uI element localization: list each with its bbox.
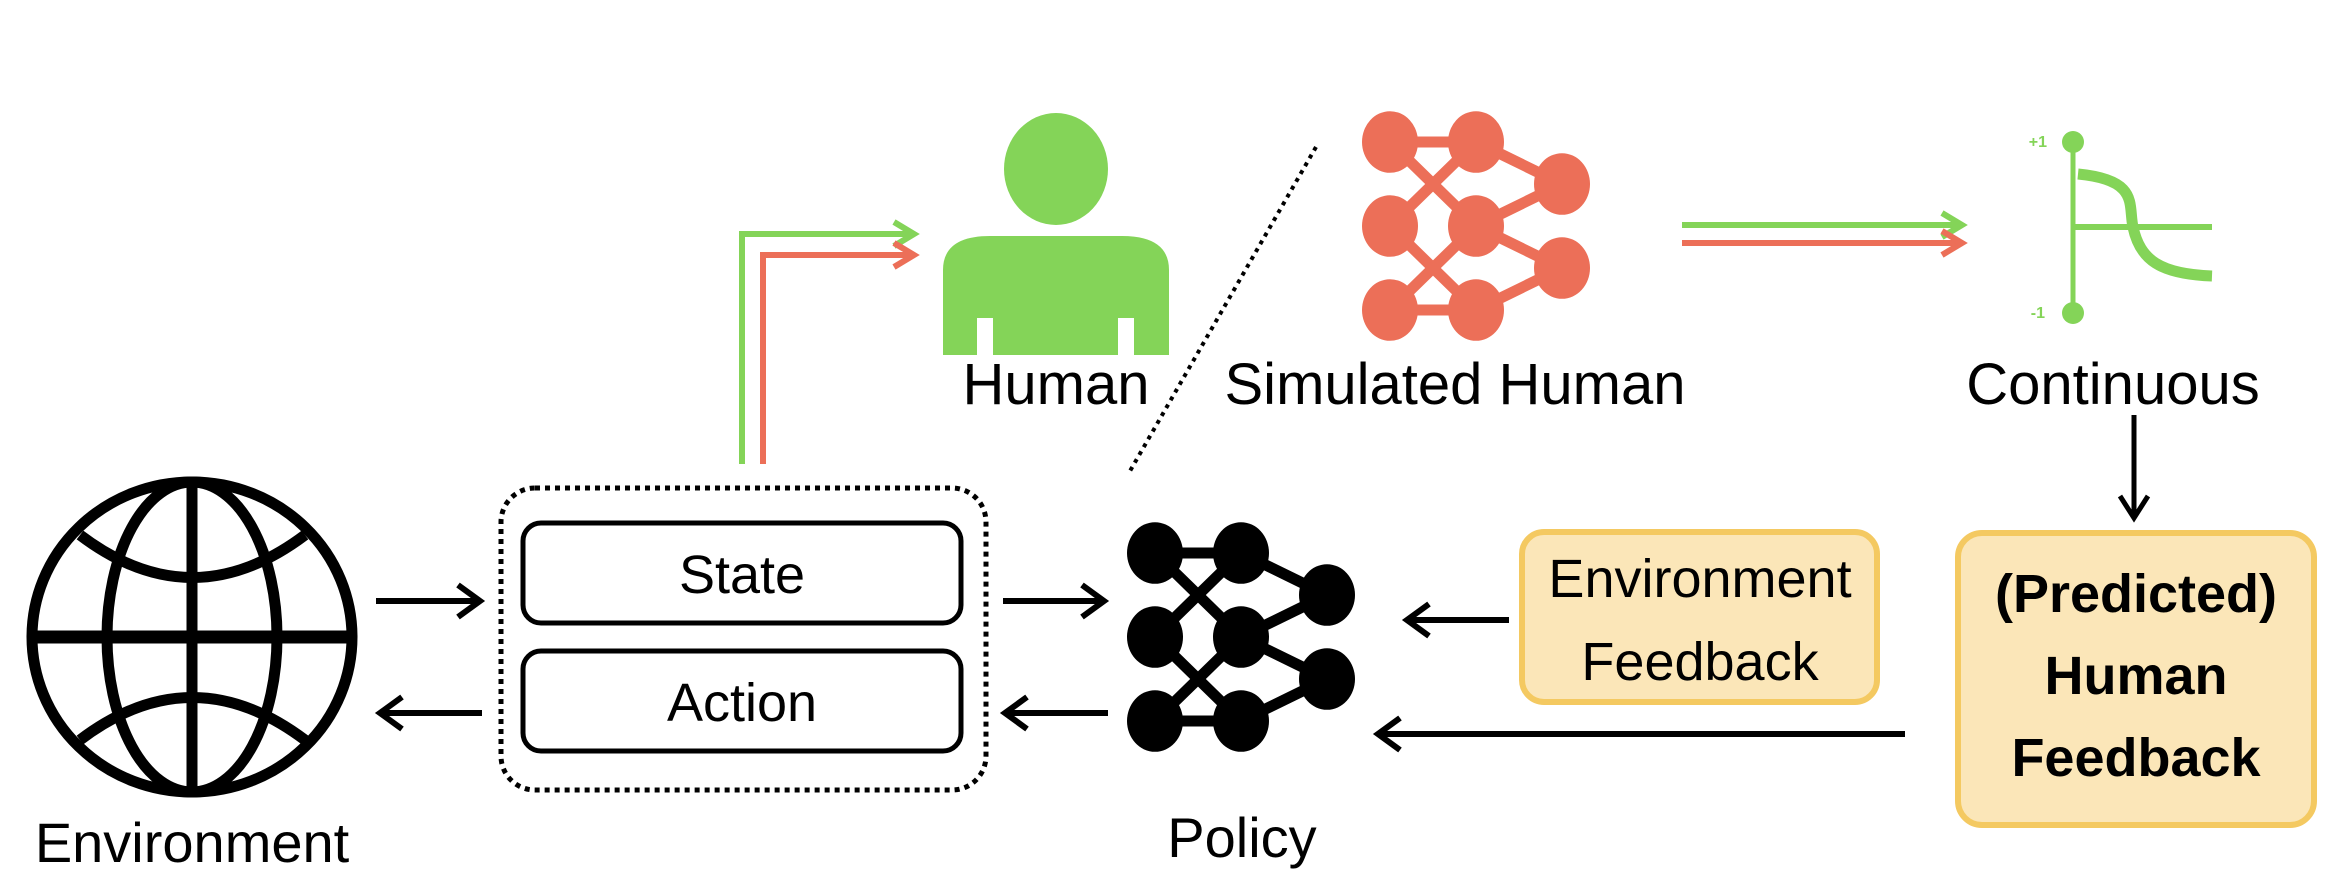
environment-label: Environment [35, 811, 350, 874]
globe-icon [26, 476, 358, 798]
nn-node [1213, 690, 1269, 752]
arrow-to-continuous-green [1682, 210, 1968, 240]
env-feedback-line2: Feedback [1581, 632, 1819, 692]
arrow-env-to-state [376, 582, 486, 620]
arrow-policy-to-action [999, 694, 1108, 732]
arrow-state-to-human-red [760, 240, 920, 464]
human-feedback-box: (Predicted) Human Feedback [1955, 530, 2317, 828]
nn-node [1299, 648, 1355, 710]
policy-network-icon [1127, 522, 1355, 752]
nn-node [1448, 111, 1504, 173]
nn-node [1362, 279, 1418, 341]
nn-node [1127, 690, 1183, 752]
nn-node [1534, 153, 1590, 215]
nn-node [1299, 564, 1355, 626]
scale-minus-label: -1 [2031, 305, 2045, 322]
action-label: Action [667, 673, 817, 733]
environment-feedback-box: Environment Feedback [1519, 529, 1880, 705]
arrow-state-to-policy [1003, 582, 1110, 620]
simulated-human-label: Simulated Human [1225, 352, 1686, 417]
nn-node [1213, 522, 1269, 584]
nn-node [1213, 606, 1269, 668]
arrow-continuous-to-feedback [2117, 415, 2151, 523]
arrow-state-to-human-green [739, 219, 920, 464]
nn-node [1534, 237, 1590, 299]
human-feedback-line2: Human [2044, 646, 2227, 706]
policy-label: Policy [1167, 806, 1316, 869]
env-feedback-line1: Environment [1548, 549, 1851, 609]
continuous-label: Continuous [1966, 352, 2259, 417]
state-box: State [520, 520, 964, 626]
simulated-human-network-icon [1362, 111, 1590, 341]
human-feedback-line3: Feedback [2011, 728, 2261, 788]
arrow-to-continuous-red [1682, 228, 1968, 258]
arrow-env-feedback-to-policy [1401, 601, 1509, 639]
nn-node [1127, 606, 1183, 668]
arrow-human-feedback-to-policy [1372, 715, 1905, 753]
human-feedback-line1: (Predicted) [1995, 564, 2277, 624]
nn-node [1362, 195, 1418, 257]
continuous-scale-icon: +1 -1 [2029, 131, 2213, 324]
state-action-group [498, 485, 989, 793]
scale-plus-label: +1 [2029, 134, 2047, 151]
person-icon [943, 113, 1169, 355]
human-label: Human [963, 352, 1150, 417]
nn-node [1448, 279, 1504, 341]
nn-node [1127, 522, 1183, 584]
arrow-action-to-env [374, 694, 482, 732]
state-label: State [679, 545, 805, 605]
action-box: Action [520, 648, 964, 754]
nn-node [1362, 111, 1418, 173]
nn-node [1448, 195, 1504, 257]
